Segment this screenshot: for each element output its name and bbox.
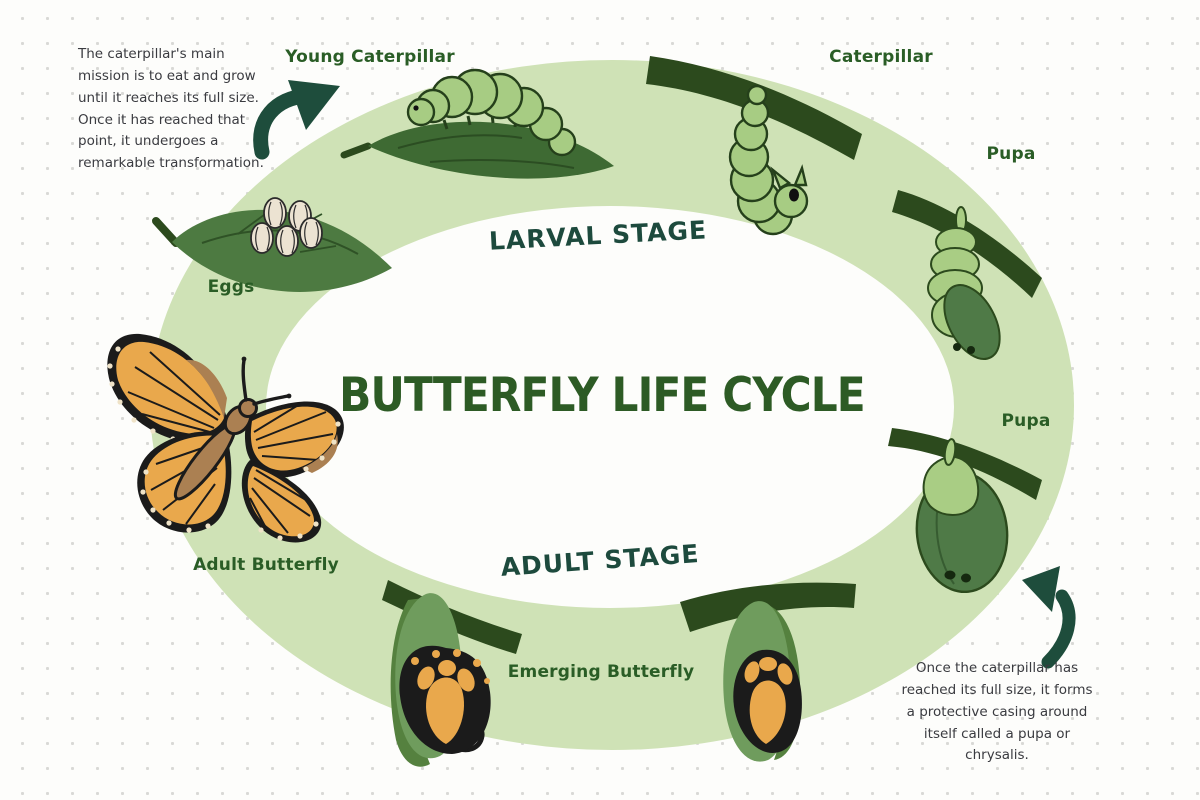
butterfly-right-forewing-veins	[253, 403, 334, 461]
butterfly-right-hindwing-dots	[258, 521, 319, 541]
hanging-caterpillar-eye	[789, 188, 799, 202]
label-emerging-butterfly: Emerging Butterfly	[507, 662, 695, 682]
egg-cluster	[250, 197, 323, 257]
pupa-1-dark-tip	[943, 284, 1001, 360]
young-caterpillar-illustration	[340, 68, 614, 179]
label-pupa-1: Pupa	[986, 144, 1036, 164]
emerging-right-wing-cells	[744, 657, 793, 744]
label-pupa-2: Pupa	[1001, 411, 1051, 431]
egg-leaf-stem	[152, 217, 180, 247]
pupa-2-light-top	[922, 456, 980, 516]
butterfly-head	[238, 398, 258, 418]
young-leaf-stem	[340, 142, 372, 159]
label-young-caterpillar: Young Caterpillar	[285, 47, 455, 67]
emerging-butterfly-left-illustration	[382, 580, 522, 767]
pupa-2-spot	[944, 570, 956, 580]
pupa-2-spot	[961, 573, 971, 583]
cycle-ring-inner	[266, 206, 954, 608]
butterfly-right-forewing-dots	[303, 421, 341, 472]
butterfly-right-forewing-fill	[250, 406, 337, 471]
label-caterpillar: Caterpillar	[829, 47, 933, 67]
butterfly-left-forewing-fill	[116, 341, 224, 434]
antenna-tip	[286, 393, 292, 399]
young-caterpillar-eye	[413, 105, 419, 111]
butterfly-antennae	[241, 358, 290, 406]
larval-note: The caterpillar's main mission is to eat…	[78, 46, 264, 172]
young-leaf-veins	[397, 134, 575, 169]
egg-leaf-vein	[201, 229, 359, 255]
butterfly-left-forewing-veins	[127, 351, 221, 433]
label-adult-butterfly: Adult Butterfly	[193, 555, 339, 575]
label-eggs: Eggs	[207, 277, 255, 297]
butterfly-right-hindwing-fill	[247, 466, 315, 537]
emerging-butterfly-right-illustration	[680, 582, 856, 762]
pupa-1-illustration	[892, 190, 1042, 360]
pupa-1-spot	[967, 346, 975, 354]
hanging-caterpillar-illustration	[646, 56, 862, 236]
page-title: BUTTERFLY LIFE CYCLE	[339, 368, 866, 423]
butterfly-left-hindwing-dots	[140, 469, 211, 533]
pupa-note: Once the caterpillar has reached its ful…	[901, 660, 1093, 764]
arrow-back-icon	[1022, 566, 1076, 669]
butterfly-left-forewing-patch	[186, 359, 227, 418]
pupa-2-illustration	[888, 428, 1042, 594]
pupa-1-spot	[953, 343, 961, 351]
antenna-tip	[241, 356, 247, 362]
butterfly-right-hindwing-veins	[249, 469, 311, 534]
adult-butterfly-illustration	[107, 333, 344, 543]
arrow-up-icon	[253, 80, 340, 160]
emerging-left-wing-cells	[411, 649, 490, 744]
hanging-caterpillar-body	[728, 84, 809, 236]
young-caterpillar-body	[406, 68, 577, 157]
eggs-illustration	[152, 197, 392, 292]
pupa-2-stem	[943, 438, 957, 466]
butterfly-left-forewing-dots	[107, 346, 176, 442]
